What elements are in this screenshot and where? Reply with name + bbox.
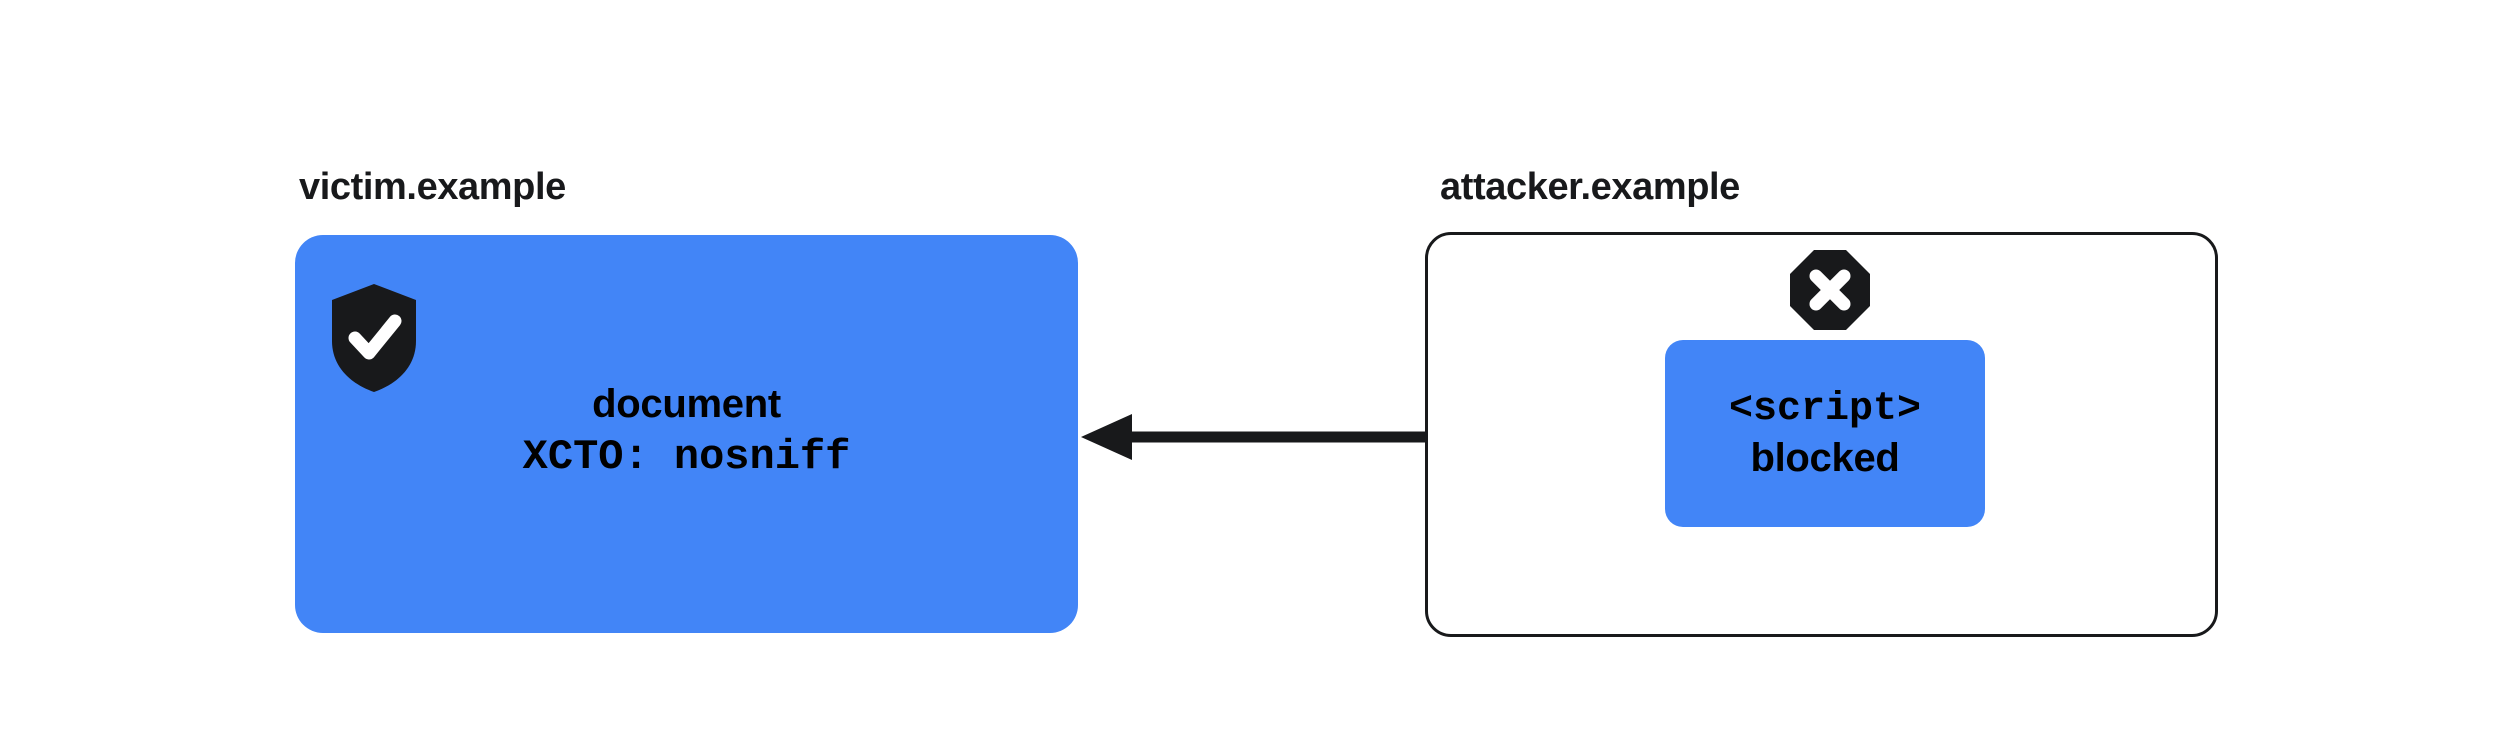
victim-text-block: document XCTO: nosniff bbox=[295, 378, 1078, 484]
script-tag-label: <script> bbox=[1728, 386, 1922, 432]
attacker-origin-label: attacker.example bbox=[1440, 166, 1740, 208]
victim-document-line: document bbox=[592, 382, 781, 426]
victim-document-panel bbox=[295, 235, 1078, 633]
blocked-script-chip: <script> blocked bbox=[1665, 340, 1985, 527]
shield-check-icon bbox=[330, 283, 418, 393]
script-status-label: blocked bbox=[1750, 435, 1900, 480]
octagon-x-icon bbox=[1789, 249, 1871, 331]
victim-origin-label: victim.example bbox=[299, 166, 566, 208]
victim-header-line: XCTO: nosniff bbox=[522, 433, 851, 481]
